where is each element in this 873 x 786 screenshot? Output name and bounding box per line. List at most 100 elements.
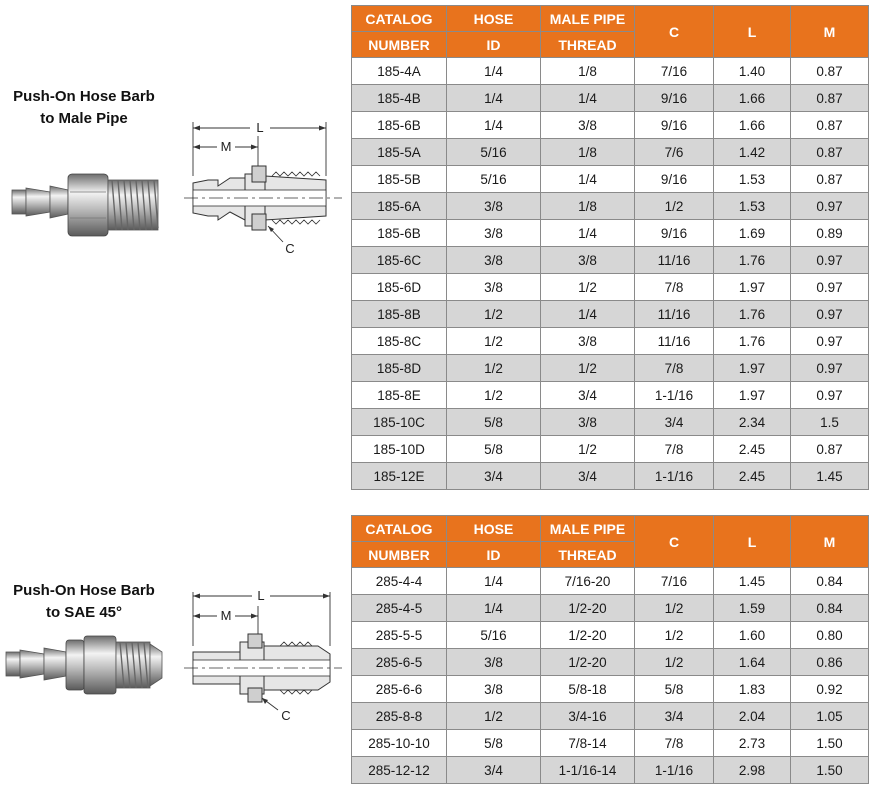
l-cell: 2.45	[713, 435, 791, 463]
hose-id-cell: 3/8	[446, 219, 541, 247]
m-cell: 0.87	[790, 111, 869, 139]
l-cell: 2.34	[713, 408, 791, 436]
catalog-number-cell: 285-4-5	[351, 594, 447, 622]
c-cell: 7/8	[634, 273, 714, 301]
l-cell: 2.98	[713, 756, 791, 784]
l-cell: 1.60	[713, 621, 791, 649]
hose-id-cell: 1/2	[446, 300, 541, 328]
catalog-number-cell: 185-10D	[351, 435, 447, 463]
dimension-m-label: M	[221, 608, 232, 623]
catalog-number-cell: 185-10C	[351, 408, 447, 436]
section-sae-45: Push-On Hose Barb to SAE 45°	[0, 510, 873, 786]
hose-id-cell: 1/4	[446, 111, 541, 139]
male-pipe-thread-cell: 1/4	[540, 219, 635, 247]
c-cell: 9/16	[634, 219, 714, 247]
m-cell: 0.97	[790, 354, 869, 382]
m-cell: 0.97	[790, 300, 869, 328]
header-id: ID	[446, 31, 541, 58]
m-cell: 0.84	[790, 594, 869, 622]
header-m: M	[790, 515, 869, 568]
c-cell: 1/2	[634, 621, 714, 649]
male-pipe-thread-cell: 7/16-20	[540, 567, 635, 595]
header-c: C	[634, 5, 714, 58]
m-cell: 0.92	[790, 675, 869, 703]
male-pipe-thread-cell: 1/4	[540, 165, 635, 193]
catalog-number-cell: 185-12E	[351, 462, 447, 490]
l-cell: 2.73	[713, 729, 791, 757]
l-cell: 1.76	[713, 246, 791, 274]
dimension-l-label: L	[257, 588, 264, 603]
catalog-number-cell: 185-8D	[351, 354, 447, 382]
c-cell: 7/8	[634, 729, 714, 757]
dimension-c-label: C	[285, 241, 294, 256]
hose-barb-fitting-photo-icon	[11, 173, 159, 237]
header-l: L	[713, 515, 791, 568]
header-hose: HOSE	[446, 5, 541, 32]
male-pipe-thread-cell: 1/8	[540, 138, 635, 166]
l-cell: 1.45	[713, 567, 791, 595]
header-male-pipe: MALE PIPE	[540, 5, 635, 32]
spec-table: CATALOG HOSE MALE PIPE C L M NUMBER ID T…	[351, 515, 869, 784]
l-cell: 1.76	[713, 327, 791, 355]
l-cell: 1.66	[713, 111, 791, 139]
m-cell: 0.87	[790, 165, 869, 193]
section-title-line2: to SAE 45°	[45, 604, 123, 621]
c-cell: 7/16	[634, 567, 714, 595]
c-cell: 11/16	[634, 327, 714, 355]
header-thread: THREAD	[540, 31, 635, 58]
l-cell: 1.64	[713, 648, 791, 676]
catalog-number-cell: 285-6-6	[351, 675, 447, 703]
c-cell: 7/8	[634, 435, 714, 463]
header-m: M	[790, 5, 869, 58]
hose-id-cell: 5/8	[446, 408, 541, 436]
m-cell: 1.50	[790, 729, 869, 757]
m-cell: 1.45	[790, 462, 869, 490]
header-hose: HOSE	[446, 515, 541, 542]
c-cell: 9/16	[634, 84, 714, 112]
male-pipe-thread-cell: 1/2-20	[540, 621, 635, 649]
m-cell: 0.87	[790, 435, 869, 463]
catalog-number-cell: 185-6A	[351, 192, 447, 220]
l-cell: 1.53	[713, 192, 791, 220]
hose-id-cell: 3/8	[446, 675, 541, 703]
header-number: NUMBER	[351, 31, 447, 58]
m-cell: 0.87	[790, 138, 869, 166]
section-title: Push-On Hose Barb to SAE 45°	[0, 580, 168, 624]
male-pipe-thread-cell: 3/8	[540, 111, 635, 139]
l-cell: 1.97	[713, 381, 791, 409]
l-cell: 2.04	[713, 702, 791, 730]
male-pipe-thread-cell: 1/4	[540, 300, 635, 328]
catalog-number-cell: 285-6-5	[351, 648, 447, 676]
catalog-number-cell: 185-6B	[351, 219, 447, 247]
l-cell: 1.83	[713, 675, 791, 703]
m-cell: 0.89	[790, 219, 869, 247]
catalog-number-cell: 285-4-4	[351, 567, 447, 595]
hose-id-cell: 3/4	[446, 756, 541, 784]
header-thread: THREAD	[540, 541, 635, 568]
male-pipe-thread-cell: 3/4-16	[540, 702, 635, 730]
c-cell: 9/16	[634, 111, 714, 139]
hose-id-cell: 1/2	[446, 327, 541, 355]
catalog-number-cell: 285-8-8	[351, 702, 447, 730]
hose-id-cell: 3/8	[446, 192, 541, 220]
dimension-l-label: L	[256, 120, 263, 135]
l-cell: 1.97	[713, 354, 791, 382]
m-cell: 0.97	[790, 381, 869, 409]
c-cell: 1-1/16	[634, 381, 714, 409]
hose-id-cell: 3/4	[446, 462, 541, 490]
m-cell: 0.87	[790, 57, 869, 85]
section-title-line1: Push-On Hose Barb	[13, 88, 155, 105]
c-cell: 3/4	[634, 702, 714, 730]
